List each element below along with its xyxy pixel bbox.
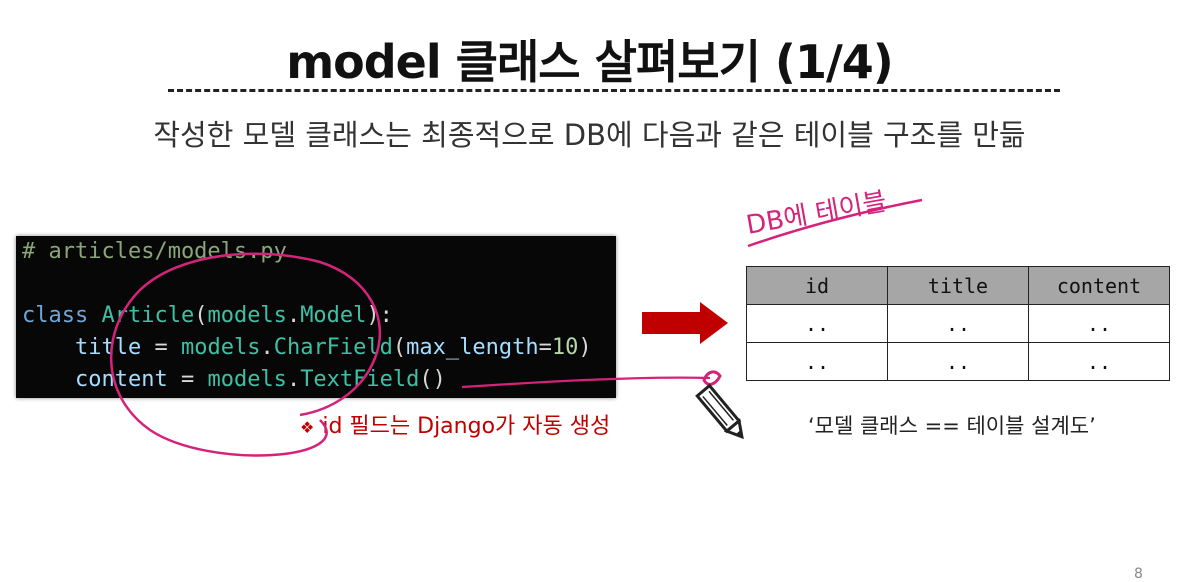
slide-title: model 클래스 살펴보기 (1/4) — [286, 35, 894, 89]
table-header-row: id title content — [746, 266, 1170, 305]
table-header-id: id — [746, 266, 888, 305]
code-content-field: content — [74, 367, 168, 392]
table-header-content: content — [1028, 266, 1170, 305]
code-line-comment: # articles/models.py — [22, 236, 287, 268]
code-block: # articles/models.py class Article(model… — [16, 236, 616, 398]
note-label: id 필드는 Django가 자동 생성 — [322, 414, 611, 439]
ink-underline — [747, 198, 923, 248]
caption-text: ‘모델 클래스 == 테이블 설계도’ — [808, 414, 1096, 438]
handwritten-label: DB에 테이블 — [744, 187, 889, 241]
table-row: .. .. .. — [746, 342, 1170, 381]
page-number: 8 — [1134, 566, 1143, 582]
db-table: id title content .. .. .. .. .. .. — [746, 266, 1170, 381]
table-cell: .. — [1028, 342, 1170, 381]
table-cell: .. — [887, 304, 1029, 343]
ink-loop — [110, 252, 382, 457]
table-header-title: title — [887, 266, 1029, 305]
code-title-field: title — [74, 335, 142, 360]
code-comment: # articles/models.py — [22, 239, 287, 264]
table-row: .. .. .. — [746, 304, 1170, 343]
table-cell: .. — [746, 304, 888, 343]
code-line-class: class Article(models.Model): — [22, 303, 393, 328]
pencil-icon — [695, 383, 744, 440]
code-keyword: class — [22, 303, 89, 328]
table-cell: .. — [746, 342, 888, 381]
slide-subtitle: 작성한 모델 클래스는 최종적으로 DB에 다음과 같은 테이블 구조를 만듦 — [153, 118, 1026, 152]
ink-pointer-line — [461, 376, 711, 389]
title-divider — [168, 89, 1060, 92]
right-arrow-icon — [642, 302, 728, 344]
ink-scribble — [702, 370, 722, 386]
code-line-title: title = models.CharField(max_length=10) — [74, 335, 592, 360]
note-text: ❖ id 필드는 Django가 자동 생성 — [300, 408, 610, 440]
table-cell: .. — [1028, 304, 1170, 343]
diamond-bullet-icon: ❖ — [300, 418, 315, 437]
code-line-content: content = models.TextField() — [74, 367, 446, 392]
